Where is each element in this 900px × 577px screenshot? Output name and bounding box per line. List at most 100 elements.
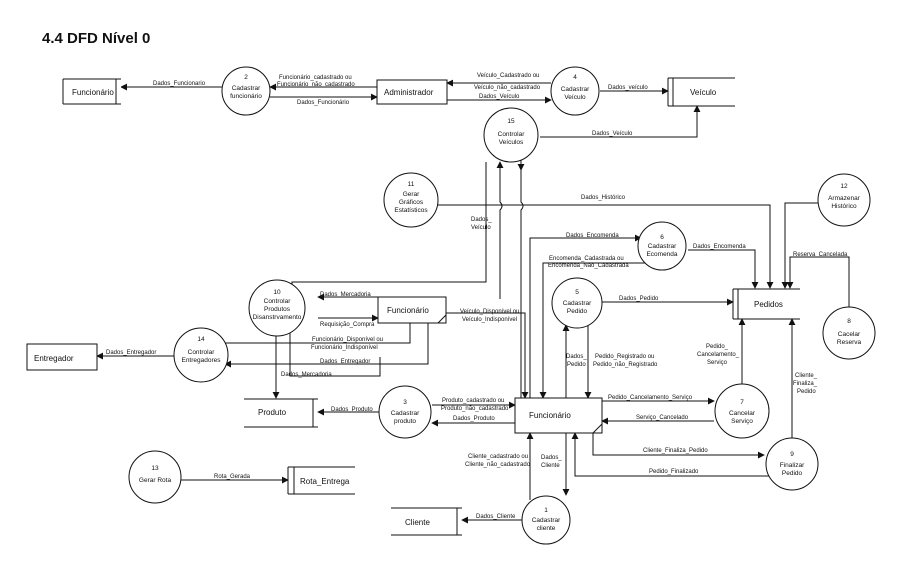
entity-administrador: Administrador — [376, 79, 448, 105]
flow-label: Dados_Funcionário — [297, 100, 350, 106]
process-6-line1: Cadastrar — [648, 243, 677, 250]
flow-functop-to-p14 — [224, 320, 429, 368]
flow-label: Veículo_não_cadastrado — [474, 85, 541, 91]
process-10-number: 10 — [273, 289, 281, 296]
flow-label: Cliente — [541, 463, 560, 469]
entity-entregador-label: Entregador — [34, 354, 74, 363]
process-8-line2: Reserva — [837, 339, 862, 346]
process-14-line1: Controlar — [188, 349, 216, 356]
flow-label: Dados_ — [566, 354, 587, 360]
flow-label: Dados_Entregador — [320, 359, 370, 365]
flow-p15-to-funcmain — [520, 162, 524, 398]
process-14-number: 14 — [197, 336, 205, 343]
process-15-line1: Controlar — [498, 131, 526, 138]
process-7-line2: Serviço — [731, 418, 753, 425]
flow-label: Encomenda_Não_Cadastrada — [548, 263, 629, 269]
flow-label: Requisição_Compra — [320, 322, 375, 328]
process-12: 12 Armazenar Histórico — [817, 173, 871, 227]
flow-label: Dados_Encomenda — [693, 244, 746, 250]
flow-label: Cliente_não_cadastrado — [465, 462, 531, 468]
flow-label: Dados_Cliente — [476, 514, 516, 520]
flow-func-to-p6 — [529, 234, 642, 398]
process-11: 11 Gerar Gráficos Estatísticos — [383, 172, 439, 228]
process-4: 4 Cadastrar Veículo — [550, 66, 600, 116]
process-2-number: 2 — [244, 74, 248, 81]
store-cliente: Cliente — [391, 507, 462, 536]
flow-label: Funcionário_Disponível ou — [312, 337, 383, 343]
flow-label: Finaliza_ — [793, 381, 818, 387]
flow-label: Dados_ — [541, 455, 562, 461]
flow-p12-to-pedidos — [781, 202, 820, 289]
store-veiculo: Veículo — [667, 77, 735, 107]
process-1-number: 1 — [544, 507, 548, 514]
store-pedidos: Pedidos — [732, 288, 800, 320]
process-2: 2 Cadastrar funcionário — [221, 66, 271, 116]
store-produto: Produto — [244, 398, 318, 428]
flow-label: Produto_não_cadastrado — [441, 406, 509, 412]
process-10-line2: Produtos — [264, 306, 291, 313]
flow-label: Veículo — [471, 225, 491, 231]
process-15-line2: Veículos — [499, 139, 524, 146]
process-6-line2: Ecomenda — [646, 251, 677, 258]
process-13-line1: Gerar Rota — [139, 477, 172, 484]
flow-label: Pedido_ — [706, 344, 729, 350]
process-6-number: 6 — [660, 234, 664, 241]
process-2-line1: Cadastrar — [232, 85, 261, 92]
flow-p10-to-p15 — [291, 162, 487, 290]
flow-label: Pedido_Cancelamento_Serviço — [608, 395, 693, 401]
process-13: 13 Gerar Rota — [128, 450, 182, 504]
flow-label: Dados_Veículo — [479, 94, 520, 100]
store-funcionario-label: Funcionário — [72, 88, 114, 97]
flow-label: Dados_Produto — [453, 416, 495, 422]
store-pedidos-label: Pedidos — [754, 300, 783, 309]
process-12-number: 12 — [840, 183, 848, 190]
process-3-line1: Cadastrar — [391, 410, 420, 417]
flow-label: Pedido_não_Registrado — [593, 362, 658, 368]
process-15: 15 Controlar Veículos — [483, 107, 539, 163]
process-5-number: 5 — [575, 289, 579, 296]
flow-label: Cliente_cadastrado ou — [468, 454, 528, 460]
flow-p8-reserva — [786, 256, 850, 315]
flow-func-to-p15 — [496, 161, 504, 299]
flow-p14-functop-a — [225, 320, 411, 344]
entity-funcionario-main: Funcionário — [514, 397, 603, 434]
flow-historico — [437, 204, 774, 289]
flow-label: Dados_Pedido — [619, 296, 659, 302]
process-7-number: 7 — [740, 399, 744, 406]
store-cliente-label: Cliente — [405, 518, 430, 527]
process-11-number: 11 — [408, 181, 415, 188]
flow-label: Serviço — [707, 360, 728, 366]
flow-label: Dados_veículo — [608, 85, 648, 91]
process-14: 14 Controlar Entregadores — [173, 327, 229, 383]
flow-label: Produto_cadastrado ou — [442, 398, 504, 404]
process-9-line1: Finalizar — [780, 462, 805, 469]
process-14-line2: Entregadores — [181, 357, 221, 364]
process-3-number: 3 — [403, 399, 407, 406]
flow-label: Reserva_Cancelada — [793, 252, 848, 258]
flow-label: Pedido_Registrado ou — [595, 354, 654, 360]
process-7: 7 Cancelar Serviço — [714, 383, 770, 439]
process-5: 5 Cadastrar Pedido — [551, 277, 603, 329]
process-8: 8 Cacelar Reserva — [822, 306, 876, 360]
flow-label: Cancelamento_ — [697, 352, 740, 358]
process-12-line1: Armazenar — [828, 195, 861, 202]
flow-label: Dados_Entregador — [106, 350, 156, 356]
process-2-line2: funcionário — [230, 93, 262, 100]
flow-label: Pedido — [797, 389, 816, 395]
flow-label: Dados_Produto — [331, 407, 373, 413]
process-4-number: 4 — [573, 74, 577, 81]
entity-funcionario-main-label: Funcionário — [529, 411, 571, 420]
process-3-line2: produto — [394, 418, 416, 425]
flow-label: Dados_Histórico — [581, 195, 626, 201]
flow-veiculo-disponivel — [446, 312, 529, 399]
entity-funcionario-top: Funcionário — [377, 296, 447, 324]
process-11-line3: Estatísticos — [394, 207, 428, 214]
process-1-line1: Cadastrar — [532, 517, 561, 524]
flow-label: Dados_ — [471, 217, 492, 223]
entity-funcionario-top-label: Funcionário — [387, 306, 429, 315]
process-11-line1: Gerar — [403, 191, 420, 198]
flow-label: Dados_Encomenda — [566, 233, 619, 239]
process-13-number: 13 — [151, 465, 159, 472]
store-funcionario: Funcionário — [62, 78, 121, 105]
